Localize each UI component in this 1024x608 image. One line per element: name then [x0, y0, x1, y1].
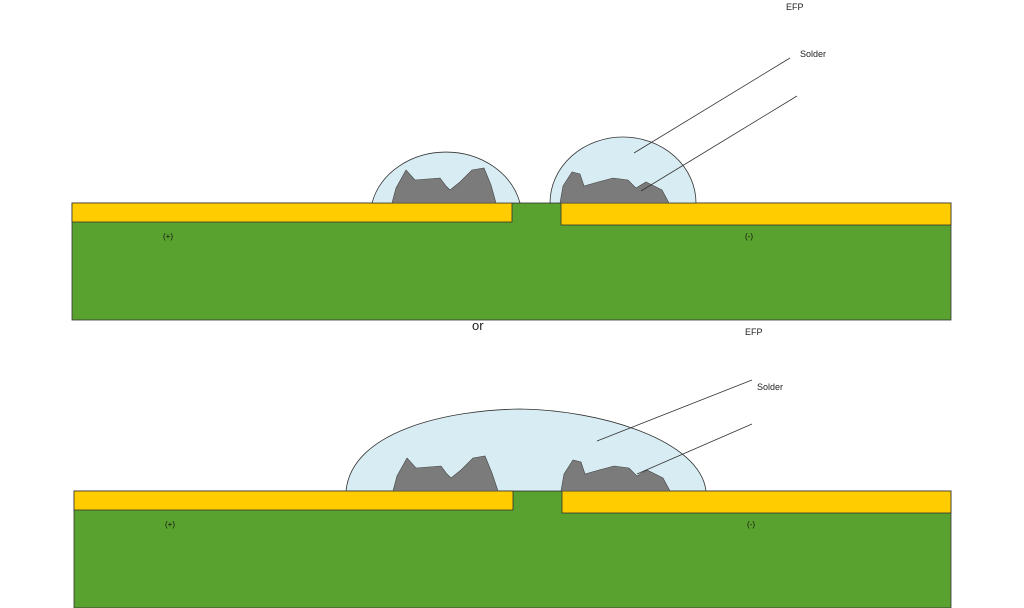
top-negative-label: (-): [745, 232, 753, 241]
top-diagram: EFP Solder (+) (-): [71, 2, 952, 321]
top-positive-label: (+): [163, 232, 173, 241]
top-efp-label: EFP: [786, 2, 804, 12]
top-solder-bump-left: [391, 167, 497, 204]
bottom-positive-pad: [73, 490, 514, 511]
top-solder-bump-right: [559, 171, 670, 204]
bottom-positive-label: (+): [165, 520, 175, 529]
bottom-diagram: EFP Solder (+) (-): [73, 327, 952, 608]
bottom-solder-label: Solder: [757, 382, 783, 392]
bottom-negative-label: (-): [747, 520, 755, 529]
top-positive-pad: [71, 202, 513, 223]
top-efp-leader-line: [633, 57, 791, 154]
bottom-negative-pad: [561, 490, 952, 514]
or-separator: or: [472, 318, 484, 333]
top-negative-pad: [560, 202, 952, 226]
bottom-solder-leader-line: [636, 423, 753, 475]
top-solder-leader-line: [640, 95, 798, 192]
bottom-efp-leader-line: [596, 379, 753, 442]
bottom-solder-bump-left: [392, 455, 499, 492]
top-solder-label: Solder: [800, 49, 826, 59]
bottom-solder-bump-right: [560, 459, 671, 492]
bottom-efp-label: EFP: [745, 327, 763, 337]
